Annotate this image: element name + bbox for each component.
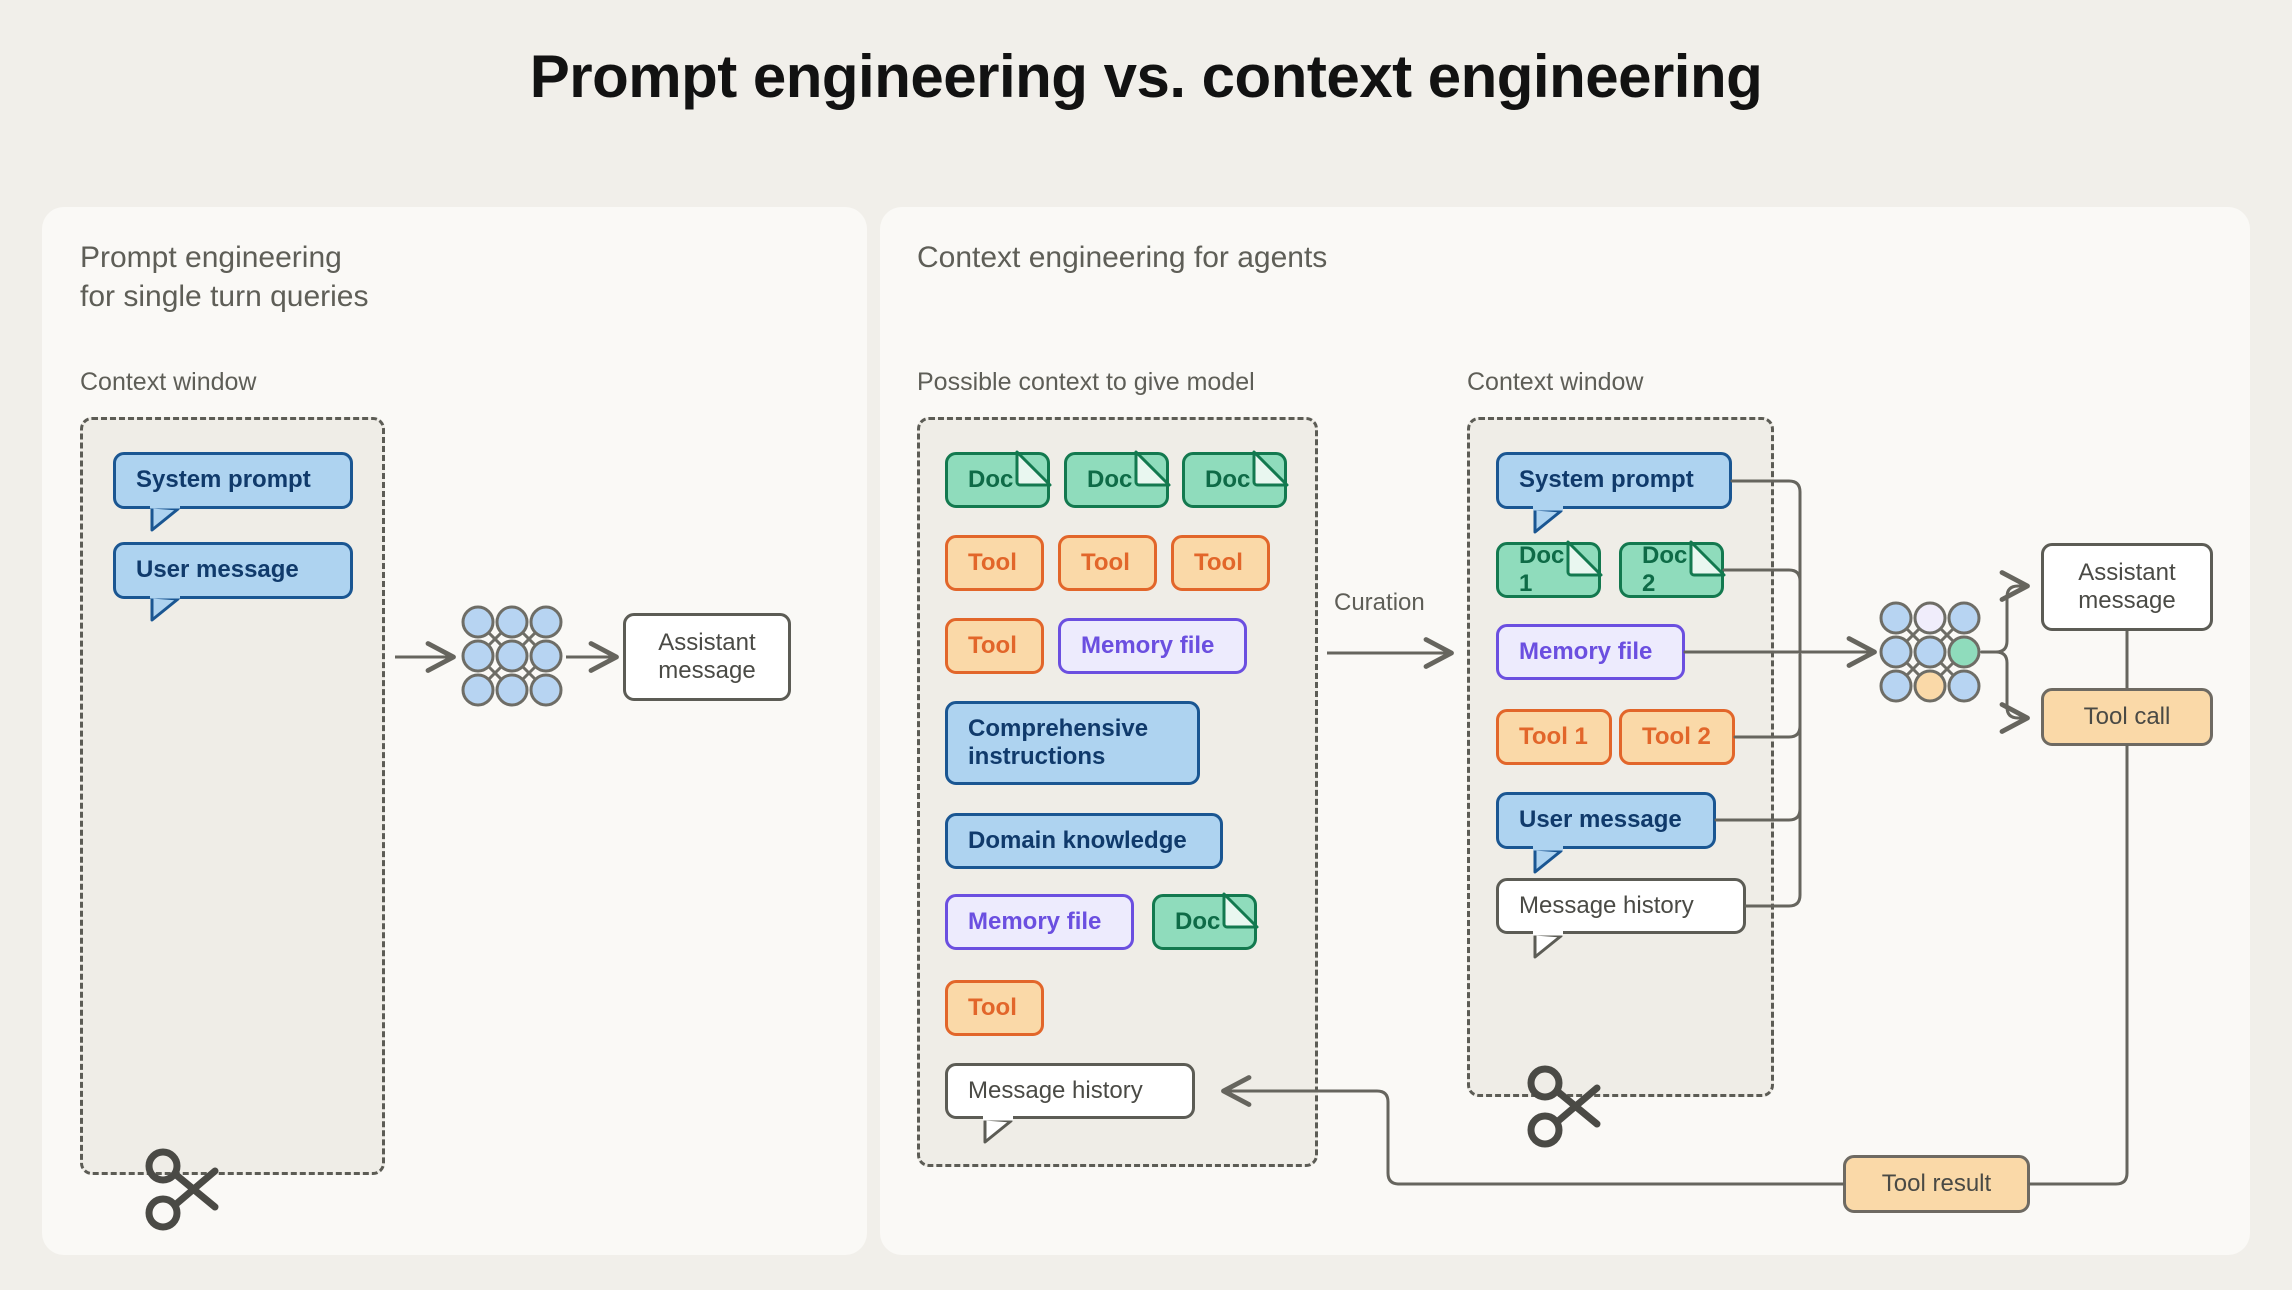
node-tool-result[interactable]: Tool result bbox=[1843, 1155, 2030, 1213]
node-tool-4[interactable]: Tool bbox=[945, 618, 1044, 674]
node-ctx-tool-1[interactable]: Tool 1 bbox=[1496, 709, 1612, 765]
left-panel-heading: Prompt engineering for single turn queri… bbox=[80, 241, 369, 313]
doc-fold-icon bbox=[1690, 542, 1724, 576]
right-context-window-label: Context window bbox=[1467, 368, 1644, 396]
node-tool-5[interactable]: Tool bbox=[945, 980, 1044, 1036]
doc-fold-icon bbox=[1135, 452, 1169, 486]
left-context-window-label: Context window bbox=[80, 368, 257, 396]
node-ctx-doc-2[interactable]: Doc 2 bbox=[1619, 542, 1724, 598]
node-comprehensive-instructions[interactable]: Comprehensive instructions bbox=[945, 701, 1200, 785]
possible-context-region bbox=[917, 417, 1318, 1167]
curation-label: Curation bbox=[1334, 589, 1425, 616]
possible-context-label: Possible context to give model bbox=[917, 368, 1255, 396]
node-ctx-system-prompt[interactable]: System prompt bbox=[1496, 452, 1732, 509]
node-assistant-message[interactable]: Assistant message bbox=[623, 613, 791, 701]
right-panel-heading: Context engineering for agents bbox=[917, 241, 1328, 274]
node-tool-call[interactable]: Tool call bbox=[2041, 688, 2213, 746]
doc-fold-icon bbox=[1223, 894, 1257, 928]
node-doc-1[interactable]: Doc bbox=[945, 452, 1050, 508]
node-memory-file-2[interactable]: Memory file bbox=[945, 894, 1134, 950]
node-ctx-doc-1[interactable]: Doc 1 bbox=[1496, 542, 1601, 598]
node-ctx-message-history[interactable]: Message history bbox=[1496, 878, 1746, 934]
node-tool-1[interactable]: Tool bbox=[945, 535, 1044, 591]
node-doc-3[interactable]: Doc bbox=[1182, 452, 1287, 508]
node-ctx-tool-2[interactable]: Tool 2 bbox=[1619, 709, 1735, 765]
node-tool-3[interactable]: Tool bbox=[1171, 535, 1270, 591]
doc-fold-icon bbox=[1253, 452, 1287, 486]
node-assistant-message-right[interactable]: Assistant message bbox=[2041, 543, 2213, 631]
node-message-history-possible[interactable]: Message history bbox=[945, 1063, 1195, 1119]
node-system-prompt[interactable]: System prompt bbox=[113, 452, 353, 509]
left-context-window-region bbox=[80, 417, 385, 1175]
node-tool-2[interactable]: Tool bbox=[1058, 535, 1157, 591]
node-memory-file-1[interactable]: Memory file bbox=[1058, 618, 1247, 674]
doc-fold-icon bbox=[1016, 452, 1050, 486]
node-domain-knowledge[interactable]: Domain knowledge bbox=[945, 813, 1223, 869]
node-doc-2[interactable]: Doc bbox=[1064, 452, 1169, 508]
node-ctx-memory-file[interactable]: Memory file bbox=[1496, 624, 1685, 680]
node-user-message[interactable]: User message bbox=[113, 542, 353, 599]
page-title: Prompt engineering vs. context engineeri… bbox=[529, 43, 1763, 110]
doc-fold-icon bbox=[1567, 542, 1601, 576]
node-doc-4[interactable]: Doc bbox=[1152, 894, 1257, 950]
node-ctx-user-message[interactable]: User message bbox=[1496, 792, 1716, 849]
